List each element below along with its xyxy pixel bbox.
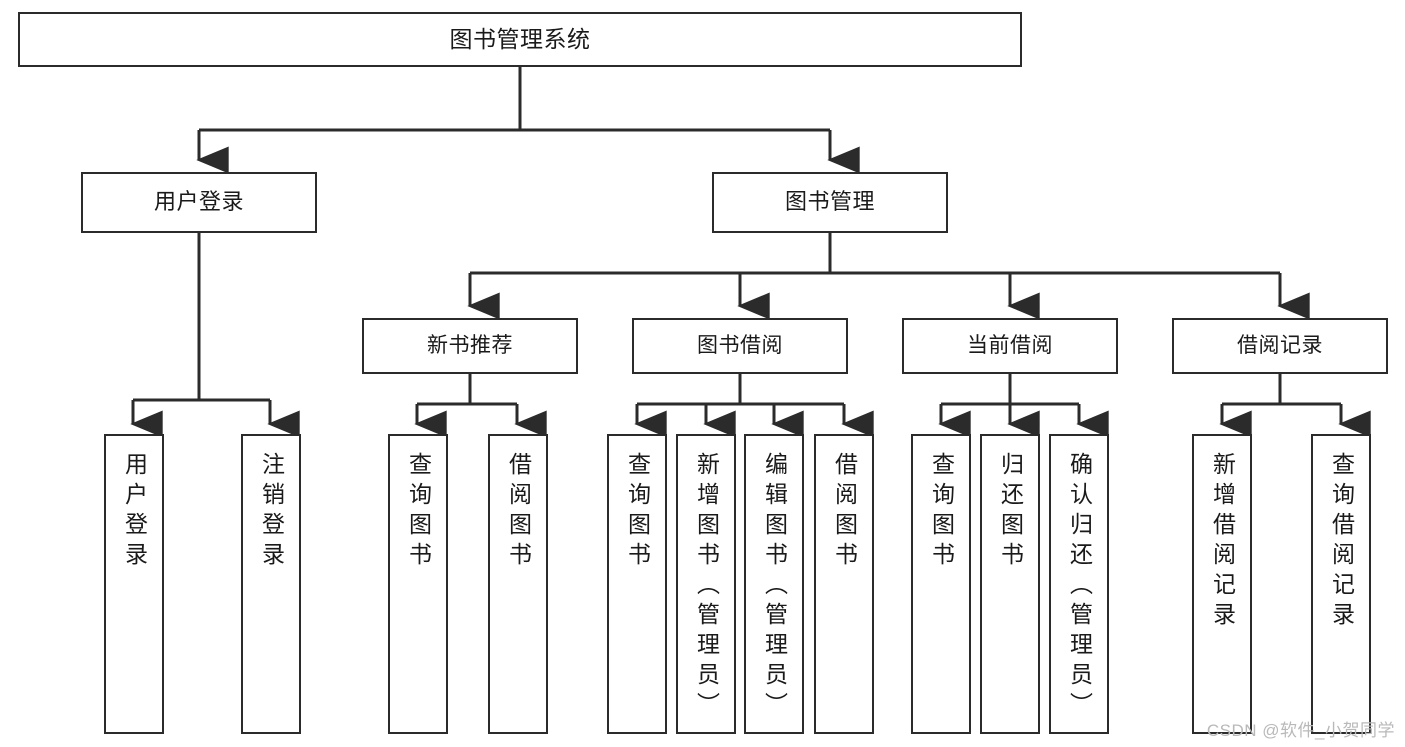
node-label: 新增图书（管理员） [693, 452, 720, 722]
node-label: 确认归还（管理员） [1066, 452, 1093, 722]
node-label: 图书管理系统 [449, 25, 591, 52]
leaf-book-borrow-add-book-admin[interactable]: 新增图书（管理员） [676, 434, 736, 734]
leaf-current-borrow-query-book[interactable]: 查询图书 [911, 434, 971, 734]
node-current-borrow[interactable]: 当前借阅 [902, 318, 1118, 374]
node-book-management[interactable]: 图书管理 [712, 172, 948, 233]
leaf-book-borrow-query-book[interactable]: 查询图书 [607, 434, 667, 734]
leaf-new-books-query-book[interactable]: 查询图书 [388, 434, 448, 734]
node-label: 借阅记录 [1237, 334, 1323, 358]
node-label: 查询图书 [624, 452, 651, 572]
leaf-book-borrow-edit-book-admin[interactable]: 编辑图书（管理员） [744, 434, 804, 734]
node-label: 注销登录 [258, 452, 285, 572]
leaf-book-borrow-borrow-book[interactable]: 借阅图书 [814, 434, 874, 734]
node-root-book-management-system[interactable]: 图书管理系统 [18, 12, 1022, 67]
leaf-user-login-logout[interactable]: 注销登录 [241, 434, 301, 734]
node-label: 用户登录 [153, 189, 244, 215]
node-label: 查询图书 [928, 452, 955, 572]
node-book-borrow[interactable]: 图书借阅 [632, 318, 848, 374]
leaf-borrow-records-add-record[interactable]: 新增借阅记录 [1192, 434, 1252, 734]
leaf-current-borrow-return-book[interactable]: 归还图书 [980, 434, 1040, 734]
node-label: 归还图书 [997, 452, 1024, 572]
node-label: 当前借阅 [967, 334, 1053, 358]
node-label: 借阅图书 [831, 452, 858, 572]
node-new-book-recommend[interactable]: 新书推荐 [362, 318, 578, 374]
node-label: 编辑图书（管理员） [761, 452, 788, 722]
node-label: 借阅图书 [505, 452, 532, 572]
leaf-borrow-records-query-record[interactable]: 查询借阅记录 [1311, 434, 1371, 734]
node-label: 图书借阅 [697, 334, 783, 358]
leaf-new-books-borrow-book[interactable]: 借阅图书 [488, 434, 548, 734]
leaf-user-login-login[interactable]: 用户登录 [104, 434, 164, 734]
leaf-current-borrow-confirm-return-admin[interactable]: 确认归还（管理员） [1049, 434, 1109, 734]
node-label: 新书推荐 [427, 334, 513, 358]
node-label: 用户登录 [121, 452, 148, 572]
node-label: 图书管理 [784, 189, 875, 215]
node-label: 新增借阅记录 [1209, 452, 1236, 632]
node-borrow-records[interactable]: 借阅记录 [1172, 318, 1388, 374]
node-label: 查询借阅记录 [1328, 452, 1355, 632]
node-label: 查询图书 [405, 452, 432, 572]
node-user-login[interactable]: 用户登录 [81, 172, 317, 233]
